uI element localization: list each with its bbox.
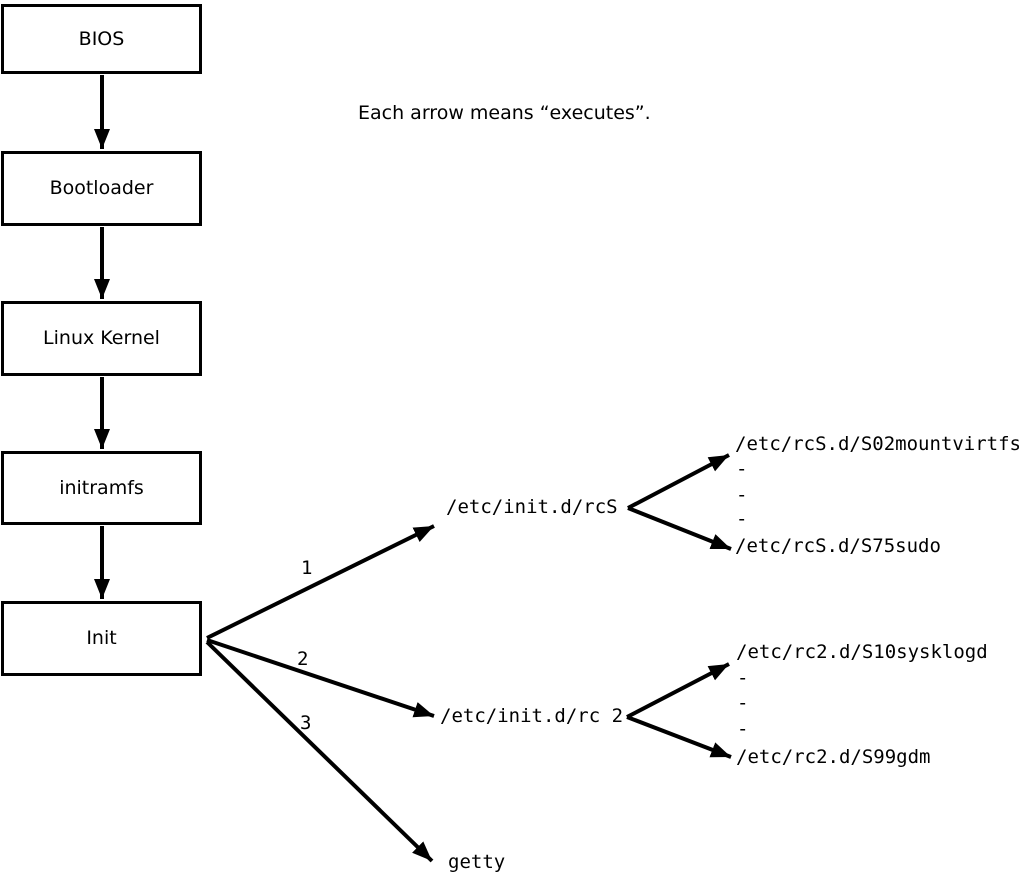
- node-bootloader-label: Bootloader: [49, 177, 154, 199]
- arrow-label-2: 2: [297, 648, 309, 670]
- rcS-ellipsis-dash: -: [736, 484, 748, 506]
- rc2-ellipsis-dash: -: [737, 718, 749, 740]
- arrow-init-to-rc2: [206, 638, 435, 718]
- node-initramfs-label: initramfs: [59, 476, 144, 499]
- rc2-ellipsis-dash: -: [737, 692, 749, 714]
- target-rc2-script: /etc/init.d/rc 2: [440, 705, 624, 727]
- arrow-rcS-to-first-script: [627, 453, 730, 510]
- node-bootloader: Bootloader: [1, 151, 202, 226]
- rc2-last-script: /etc/rc2.d/S99gdm: [736, 746, 931, 768]
- node-linux-kernel: Linux Kernel: [1, 301, 202, 376]
- rcS-ellipsis-dash: -: [736, 458, 748, 480]
- diagram-caption: Each arrow means “executes”.: [358, 102, 651, 124]
- arrow-rc2-to-last-script: [626, 715, 732, 759]
- target-getty: getty: [448, 851, 506, 873]
- node-bios: BIOS: [1, 4, 202, 74]
- node-linux-kernel-label: Linux Kernel: [43, 327, 160, 349]
- arrow-init-to-getty: [205, 640, 434, 863]
- node-init-label: Init: [86, 627, 117, 649]
- rcS-last-script: /etc/rcS.d/S75sudo: [735, 535, 941, 557]
- arrow-label-3: 3: [300, 712, 312, 734]
- arrow-rc2-to-first-script: [626, 662, 730, 719]
- arrow-rcS-to-last-script: [627, 506, 732, 551]
- rc2-first-script: /etc/rc2.d/S10sysklogd: [736, 641, 988, 663]
- node-initramfs: initramfs: [1, 451, 202, 525]
- node-bios-label: BIOS: [78, 27, 125, 50]
- rc2-ellipsis-dash: -: [737, 667, 749, 689]
- rcS-first-script: /etc/rcS.d/S02mountvirtfs: [735, 433, 1021, 455]
- arrow-init-to-rcS: [206, 524, 435, 640]
- arrow-label-1: 1: [301, 557, 313, 579]
- node-init: Init: [1, 601, 202, 676]
- rcS-ellipsis-dash: -: [736, 508, 748, 530]
- target-rcS-script: /etc/init.d/rcS: [446, 496, 618, 518]
